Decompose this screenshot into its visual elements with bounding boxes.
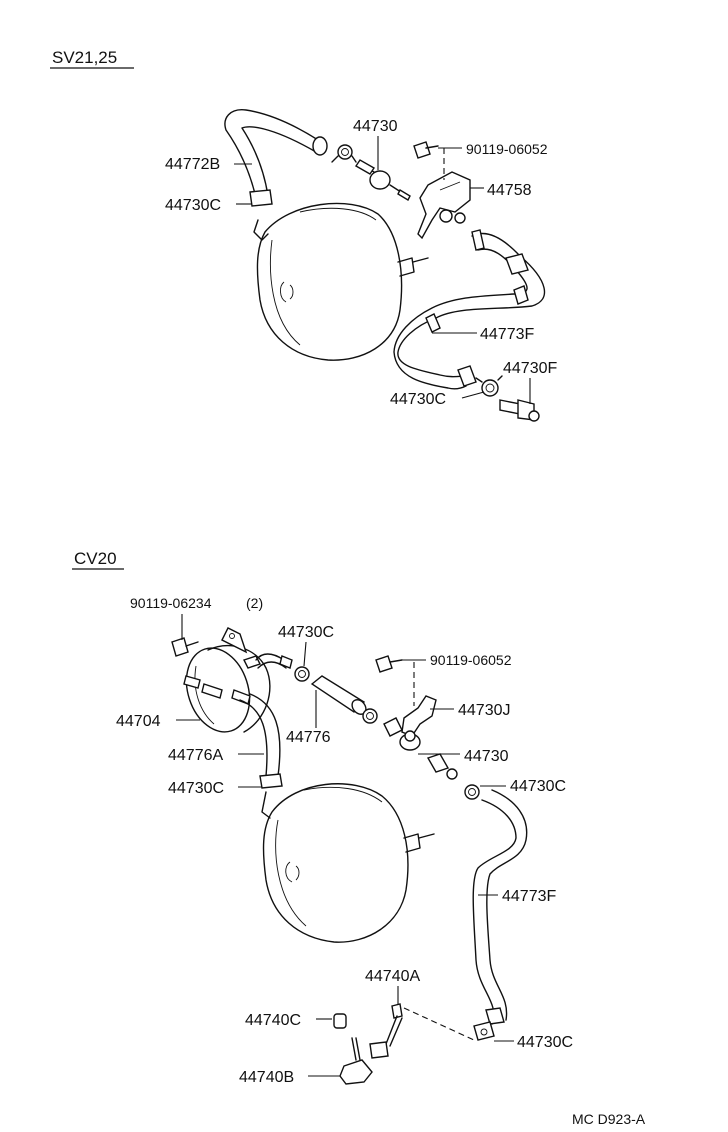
hose-44776 [310,675,367,715]
label-44730C-bottom-a: 44730C [278,624,334,641]
bolt-90119-06234 [171,614,199,657]
label-44740A: 44740A [365,968,420,985]
hose-44773F-bottom [472,789,528,1025]
label-44772B: 44772B [165,156,220,173]
check-valve-44730-top [355,159,411,201]
label-44730-top: 44730 [353,118,398,135]
label-44730C-bottom-b: 44730C [168,780,224,797]
label-44730C-bottom-d: 44730C [517,1034,573,1051]
bracket-44730J [401,695,437,742]
label-44740B: 44740B [239,1069,294,1086]
hose-44776A [239,693,283,789]
section-title-sv: SV21,25 [52,48,117,67]
label-44730F: 44730F [503,360,557,377]
sensor-44740A [369,986,475,1059]
label-44730C-top-a: 44730C [165,197,221,214]
label-90119-06234: 90119-06234 [130,595,212,611]
brake-booster-bottom [261,783,435,943]
label-44776A: 44776A [168,747,223,764]
label-44730C-top-b: 44730C [390,391,446,408]
bracket-44740B [339,1037,373,1085]
label-44776: 44776 [286,729,331,746]
check-valve-44730F [499,399,540,422]
label-90119-06052-top: 90119-06052 [466,141,548,157]
top-diagram: 44772B 44730C 44730 90119-06052 44758 44… [165,109,557,422]
check-valve-44730-bottom [383,717,458,780]
label-44730-bottom: 44730 [464,748,509,765]
label-90119-06052-bottom: 90119-06052 [430,652,512,668]
bottom-diagram: 90119-06234 (2) 44730C 90119-06052 44704… [116,595,573,1086]
leader-44730C-bottom-a [303,641,307,667]
vacuum-pump-44704 [183,627,293,733]
hose-44772B [224,109,328,207]
label-44758: 44758 [487,182,532,199]
hose-44773F-top [393,229,546,390]
label-44773F-bottom: 44773F [502,888,556,905]
clamp-44730C-bottom-c [464,784,480,800]
clamp-44730C-bottom-d [473,1021,495,1041]
clamp-top-1 [331,144,357,163]
bolt-90119-06052-bottom [375,655,415,706]
bolt-90119-06052-top [413,141,445,180]
label-44773F-top: 44773F [480,326,534,343]
clamp-44730C-bottom-a [294,666,310,682]
diagram-code: MC D923-A [572,1111,646,1127]
brake-booster-top [253,202,429,361]
clamp-44730C-top-b [475,375,503,397]
label-44730C-bottom-c: 44730C [510,778,566,795]
cap-44740C [333,1013,347,1029]
label-44704: 44704 [116,713,161,730]
label-44730J: 44730J [458,702,511,719]
label-44740C: 44740C [245,1012,301,1029]
section-title-cv: CV20 [74,549,117,568]
leader-44730C-top-b [461,391,485,399]
bracket-44758 [417,171,471,240]
clamp-bottom-b [362,708,378,724]
label-90119-06234-qty: (2) [246,595,263,611]
